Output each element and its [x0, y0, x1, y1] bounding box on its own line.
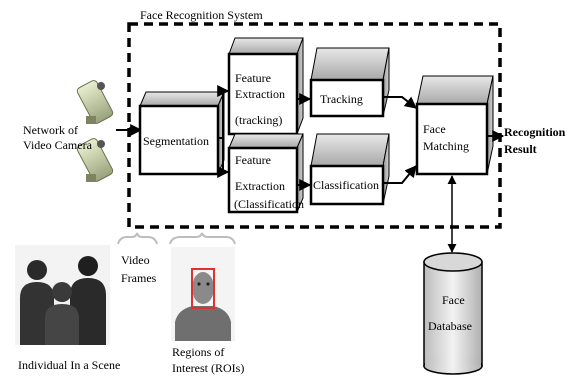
network-label: Video Camera [23, 138, 93, 152]
feature-tracking-block: Feature Extraction (tracking) [227, 37, 304, 136]
segmentation-label: Segmentation [143, 134, 209, 148]
frames-label: Frames [121, 271, 157, 285]
roi-brace [169, 232, 236, 245]
output-node [494, 133, 500, 139]
feature-tracking-label: (tracking) [235, 113, 282, 127]
face-matching-label: Matching [423, 139, 469, 153]
face-matching-label: Face [423, 122, 446, 136]
arrow [383, 165, 417, 184]
system-boundary [127, 22, 502, 229]
arrow [217, 138, 230, 178]
face-roi-icon [171, 247, 235, 341]
database-label: Face [442, 293, 465, 307]
tracking-block: Tracking [309, 47, 390, 118]
roi-label: Interest (ROIs) [172, 361, 244, 375]
scene-label: Individual In a Scene [18, 358, 120, 372]
people-icon [15, 245, 110, 345]
face-database: Face Database [423, 252, 483, 375]
network-label: Network of [23, 123, 78, 137]
feature-classification-block: Feature Extraction (Classification [227, 133, 304, 214]
feature-classification-label: (Classification [234, 197, 304, 211]
feature-classification-label: Extraction [235, 179, 285, 193]
arrow [217, 85, 230, 138]
face-matching-block: Face Matching [415, 75, 494, 176]
classification-block: Classification [309, 133, 390, 206]
frames-brace [117, 232, 158, 245]
database-label: Database [428, 319, 472, 333]
camera-icon [76, 80, 114, 124]
result-label: Recognition [504, 125, 566, 139]
tracking-label: Tracking [320, 92, 363, 106]
feature-classification-label: Feature [235, 153, 271, 167]
roi-label: Regions of [172, 345, 224, 359]
classification-label: Classification [313, 178, 379, 192]
feature-tracking-label: Extraction [235, 87, 285, 101]
system-title: Face Recognition System [140, 8, 263, 22]
arrow [383, 96, 417, 109]
camera-icon [76, 138, 114, 182]
segmentation-block: Segmentation [138, 91, 225, 176]
result-label: Result [504, 142, 537, 156]
frames-label: Video [121, 253, 150, 267]
feature-tracking-label: Feature [235, 71, 271, 85]
